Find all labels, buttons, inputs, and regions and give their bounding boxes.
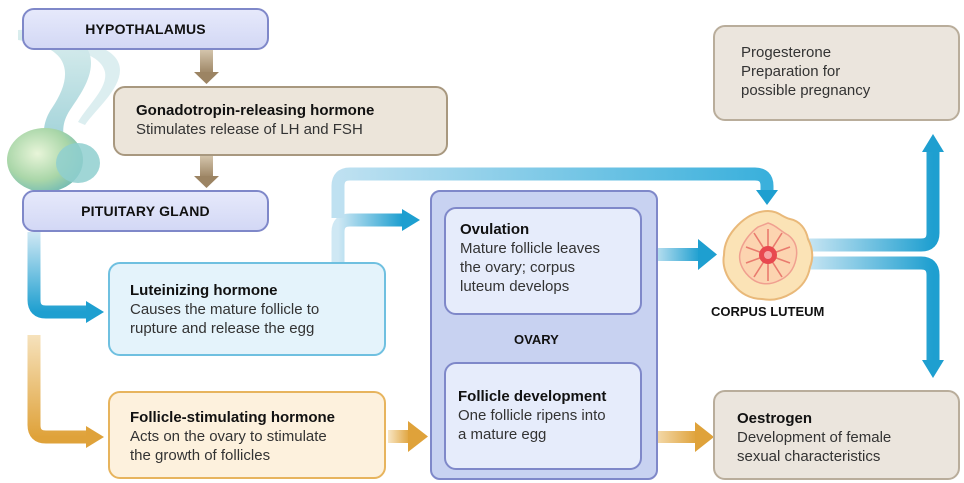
blue-arrow-corpus-luteum-to-oestrogen: [802, 256, 944, 378]
ovulation-box: Ovulation Mature follicle leaves the ova…: [444, 207, 642, 315]
gnrh-box: Gonadotropin-releasing hormone Stimulate…: [113, 86, 448, 156]
gold-arrow-fsh-to-ovary: [388, 421, 428, 452]
lh-body-line-2: rupture and release the egg: [130, 320, 315, 337]
progesterone-line-2: Preparation for: [741, 63, 841, 80]
brown-arrow-gnrh-to-pituitary: [194, 156, 219, 188]
follicle-development-body-line-2: a mature egg: [458, 426, 547, 443]
blue-arrow-corpus-luteum-to-progesterone: [802, 134, 944, 252]
ovulation-body-line-1: Mature follicle leaves: [460, 240, 601, 257]
gold-arrow-follicle-to-oestrogen: [647, 422, 714, 452]
corpus-luteum-label: CORPUS LUTEUM: [711, 304, 825, 319]
ovulation-title: Ovulation: [460, 221, 530, 238]
fsh-title: Follicle-stimulating hormone: [130, 409, 336, 426]
gnrh-title: Gonadotropin-releasing hormone: [136, 102, 375, 119]
pituitary-gland-label: PITUITARY GLAND: [81, 203, 210, 219]
pituitary-gland-box: PITUITARY GLAND: [22, 190, 269, 232]
gnrh-body: Stimulates release of LH and FSH: [136, 121, 363, 138]
ovary-label: OVARY: [514, 332, 559, 347]
gold-arrow-pituitary-to-fsh: [27, 335, 104, 448]
pituitary-gland-illustration: [7, 29, 120, 192]
blue-arrow-pituitary-to-lh: [27, 232, 104, 323]
progesterone-line-1: Progesterone: [741, 44, 832, 61]
ovulation-body-line-2: the ovary; corpus: [460, 259, 576, 276]
fsh-body-line-1: Acts on the ovary to stimulate: [130, 428, 327, 445]
progesterone-box: Progesterone Preparation for possible pr…: [713, 25, 960, 121]
hypothalamus-box: HYPOTHALAMUS: [22, 8, 269, 50]
lh-body-line-1: Causes the mature follicle to: [130, 301, 320, 318]
oestrogen-body-line-2: sexual characteristics: [737, 448, 881, 465]
fsh-body-line-2: the growth of follicles: [130, 447, 271, 464]
oestrogen-title: Oestrogen: [737, 410, 813, 427]
oestrogen-box: Oestrogen Development of female sexual c…: [713, 390, 960, 480]
lh-title: Luteinizing hormone: [130, 282, 278, 299]
brown-arrow-hypothalamus-to-gnrh: [194, 50, 219, 84]
oestrogen-body-line-1: Development of female: [737, 429, 892, 446]
ovulation-body-line-3: luteum develops: [460, 278, 570, 295]
hypothalamus-label: HYPOTHALAMUS: [85, 21, 206, 37]
blue-arrow-ovulation-to-corpus-luteum: [650, 239, 717, 270]
fsh-box: Follicle-stimulating hormone Acts on the…: [108, 391, 386, 479]
follicle-development-title: Follicle development: [458, 388, 607, 405]
corpus-luteum-illustration: [722, 209, 814, 301]
blue-arrow-lh-to-ovary: [331, 209, 420, 262]
lh-box: Luteinizing hormone Causes the mature fo…: [108, 262, 386, 356]
follicle-development-box: Follicle development One follicle ripens…: [444, 362, 642, 470]
progesterone-line-3: possible pregnancy: [741, 82, 871, 99]
follicle-development-body-line-1: One follicle ripens into: [458, 407, 606, 424]
blue-arrow-lh-to-corpus-luteum: [331, 167, 778, 218]
